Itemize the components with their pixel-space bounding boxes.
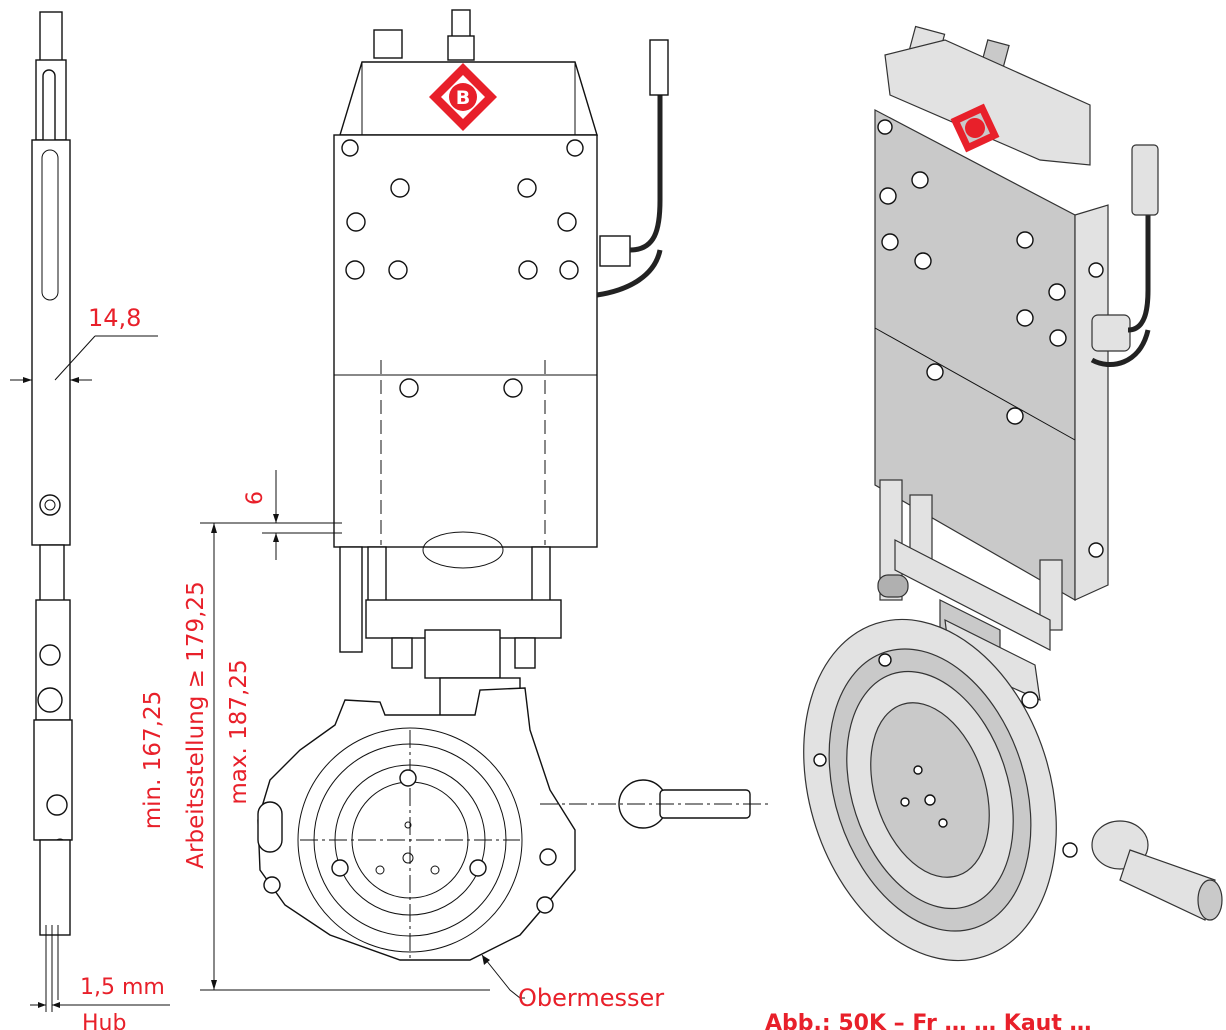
min-label: min. 167,25 [140, 691, 166, 829]
iso-brand-logo [950, 103, 1000, 153]
six-dimension: 6 [200, 470, 342, 560]
width-dimension: 14,8 [10, 304, 158, 383]
width-label: 14,8 [88, 304, 141, 332]
stroke-dimension: 1,5 mm Hub [30, 975, 170, 1030]
logo-letter: B [456, 87, 470, 109]
front-screws [341, 139, 584, 398]
height-dimension: min. 167,25 Arbeitsstellung ≥ 179,25 max… [140, 523, 490, 991]
stroke-label: 1,5 mm [80, 975, 165, 1000]
six-label: 6 [243, 491, 268, 505]
blade-callout: Obermesser [481, 954, 664, 1012]
arbeit-label: Arbeitsstellung ≥ 179,25 [183, 581, 209, 868]
brand-logo: B [429, 63, 497, 131]
isometric-view [803, 25, 1223, 962]
side-view [31, 11, 73, 1005]
figure-caption: Abb.: 50K – Fr … … Kaut … [765, 1011, 1092, 1030]
blade-label: Obermesser [518, 984, 664, 1012]
front-view: B [257, 9, 770, 961]
stroke-caption: Hub [82, 1011, 126, 1030]
iso-screws [877, 119, 1104, 558]
max-label: max. 187,25 [226, 659, 252, 804]
